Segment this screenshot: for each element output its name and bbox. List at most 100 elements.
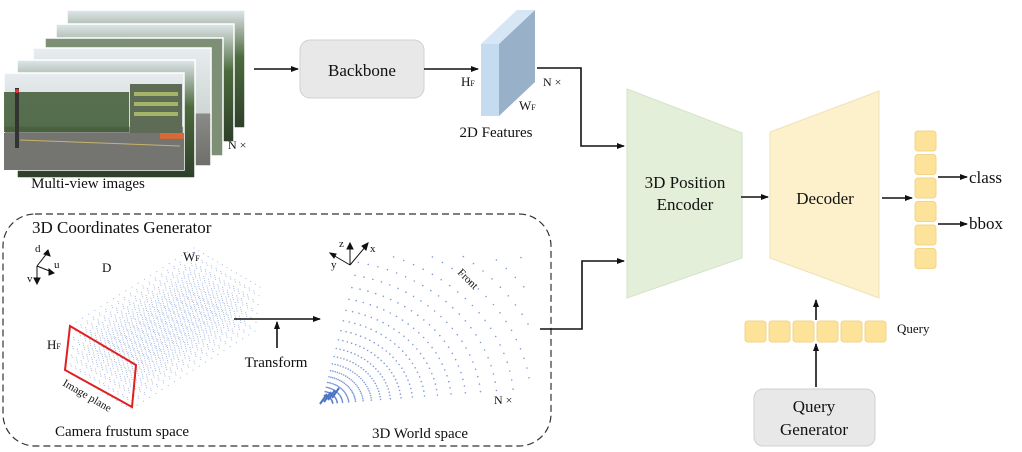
frustum-point: [195, 345, 198, 347]
frustum-point: [101, 353, 103, 355]
frustum-point: [239, 284, 241, 286]
query-generator-box[interactable]: [753, 388, 876, 447]
frustum-point: [174, 328, 176, 330]
frustum-point: [110, 347, 112, 349]
frustum-point: [75, 321, 77, 323]
frustum-point: [136, 358, 138, 360]
frustum-point: [230, 303, 233, 305]
frustum-point: [103, 351, 106, 353]
frustum-point: [152, 295, 154, 297]
world-point: [492, 373, 495, 375]
world-point: [351, 391, 354, 394]
world-point: [337, 364, 339, 366]
frustum-point: [169, 344, 171, 346]
frustum-point: [185, 291, 187, 293]
world-point: [477, 288, 480, 290]
frustum-point: [188, 355, 190, 357]
frustum-point: [121, 346, 123, 348]
frustum-point: [161, 334, 164, 336]
frustum-point: [85, 327, 87, 329]
world-point: [364, 337, 367, 339]
frustum-point: [218, 311, 220, 313]
frustum-point: [175, 281, 177, 284]
frustum-point: [115, 341, 117, 343]
frustum-point: [103, 328, 105, 330]
frustum-point: [218, 277, 220, 279]
world-point: [359, 288, 361, 291]
world-point: [336, 356, 339, 359]
frustum-point: [112, 331, 114, 334]
frustum-point: [147, 290, 149, 292]
frustum-point: [145, 294, 147, 296]
frustum-point: [242, 291, 244, 293]
frustum-point: [162, 357, 164, 359]
world-point: [399, 393, 402, 395]
frustum-point: [192, 301, 195, 304]
frustum-point: [107, 327, 109, 329]
frustum-point: [145, 318, 147, 320]
world-point: [411, 396, 414, 398]
frustum-point: [212, 294, 214, 296]
frustum-point: [243, 295, 245, 297]
frustum-point: [121, 348, 123, 350]
frustum-point: [174, 292, 176, 295]
frustum-point: [157, 333, 159, 335]
frustum-point: [196, 303, 198, 305]
frustum-point: [176, 275, 178, 277]
frustum-point: [209, 274, 211, 276]
world-point: [357, 365, 360, 367]
frustum-point: [113, 356, 115, 358]
world-point: [369, 303, 372, 306]
frustum-point: [205, 309, 207, 311]
frustum-point: [129, 293, 132, 295]
frustum-point: [148, 292, 150, 294]
frustum-point: [180, 286, 182, 288]
frustum-point: [215, 335, 217, 337]
frustum-point: [142, 341, 144, 344]
frustum-point: [133, 302, 135, 304]
decoder-block[interactable]: [769, 90, 880, 299]
frustum-point: [82, 342, 84, 344]
frustum-point: [205, 273, 207, 275]
frustum-point: [98, 380, 100, 382]
world-point: [359, 345, 361, 348]
frustum-point: [232, 319, 234, 321]
frustum-point: [72, 347, 74, 350]
frustum-point: [164, 305, 166, 308]
frustum-point: [136, 370, 139, 372]
frustum-point: [138, 309, 140, 311]
frustum-point: [103, 326, 105, 328]
frustum-point: [176, 286, 178, 288]
frustum-point: [145, 349, 147, 351]
frustum-point: [245, 278, 247, 280]
frustum-point: [230, 337, 232, 339]
world-point: [416, 348, 418, 350]
frustum-point: [77, 339, 79, 341]
world-point: [434, 383, 437, 385]
frustum-point: [202, 297, 204, 299]
frustum-point: [77, 350, 79, 352]
frustum-point: [134, 329, 136, 331]
frustum-point: [218, 347, 220, 349]
frustum-point: [153, 297, 155, 299]
frustum-point: [220, 272, 222, 275]
world-point: [364, 383, 367, 386]
frustum-point: [81, 351, 83, 353]
world-point: [336, 371, 339, 374]
world-point: [417, 314, 419, 317]
frustum-point: [151, 290, 153, 293]
frustum-point: [110, 359, 112, 361]
frustum-point: [212, 317, 214, 319]
frustum-point: [140, 302, 142, 305]
frustum-point: [234, 312, 236, 315]
frustum-point: [146, 378, 148, 380]
frustum-point: [200, 327, 202, 329]
frustum-point: [214, 333, 216, 335]
frustum-point: [208, 301, 210, 303]
frustum-point: [167, 326, 169, 328]
frustum-point: [213, 306, 215, 308]
frustum-point: [150, 320, 152, 322]
world-point: [351, 310, 354, 313]
frustum-point: [156, 348, 158, 350]
position-encoder-block[interactable]: [626, 88, 743, 299]
